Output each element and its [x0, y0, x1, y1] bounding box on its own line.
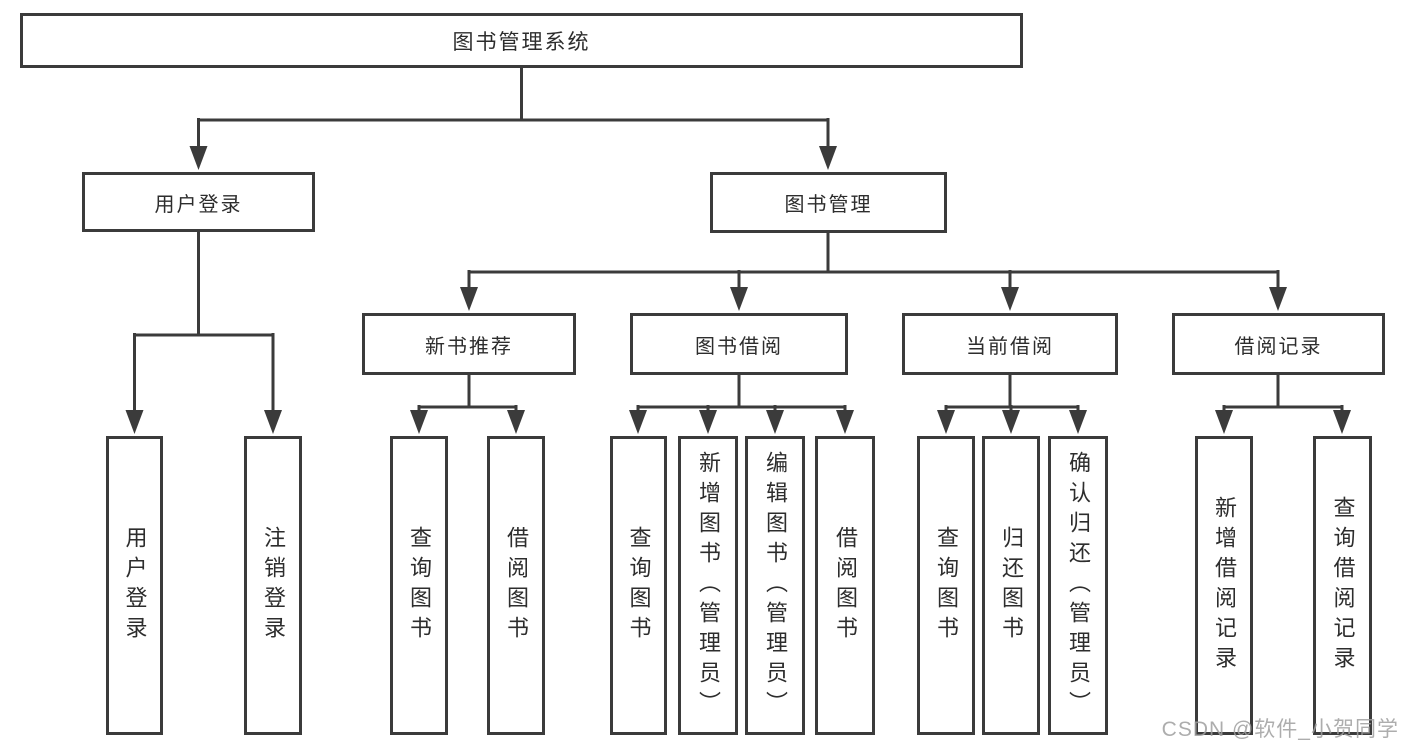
node-root: 图书管理系统: [20, 13, 1023, 68]
arrowhead: [836, 410, 854, 434]
leaf-query-books-recommend: 查询图书: [390, 436, 448, 735]
edge-book-borrow-leaves: [636, 373, 847, 415]
node-borrow-records-label: 借阅记录: [1234, 335, 1323, 358]
leaf-label: 借阅图书: [833, 525, 858, 646]
leaf-edit-books-admin: 编辑图书（管理员）: [745, 436, 805, 735]
leaf-label: 查询图书: [934, 525, 959, 646]
node-new-book-recommend: 新书推荐: [362, 313, 576, 375]
leaf-label: 查询图书: [407, 525, 432, 646]
leaf-add-books-admin: 新增图书（管理员）: [678, 436, 738, 735]
leaf-confirm-return-admin: 确认归还（管理员）: [1048, 436, 1108, 735]
edge-new-book-leaves: [417, 373, 518, 415]
arrowhead: [410, 410, 428, 434]
arrowhead: [507, 410, 525, 434]
arrowhead: [460, 287, 478, 311]
node-book-borrow: 图书借阅: [630, 313, 848, 375]
leaf-label: 注销登录: [261, 525, 286, 646]
leaf-return-books: 归还图书: [982, 436, 1040, 735]
arrowhead: [1069, 410, 1087, 434]
leaf-label: 借阅图书: [504, 525, 529, 646]
leaf-query-books-current: 查询图书: [917, 436, 975, 735]
leaf-label: 归还图书: [999, 525, 1024, 646]
edge-user-login-leaves: [133, 230, 275, 414]
leaf-label: 编辑图书（管理员）: [763, 450, 788, 721]
arrowhead: [1269, 287, 1287, 311]
arrowhead: [819, 146, 837, 170]
leaf-label: 查询图书: [626, 525, 652, 646]
leaf-add-borrow-record: 新增借阅记录: [1195, 436, 1253, 735]
leaf-borrow-books: 借阅图书: [815, 436, 875, 735]
arrowhead: [699, 410, 717, 434]
leaf-borrow-books-recommend: 借阅图书: [487, 436, 545, 735]
node-book-borrow-label: 图书借阅: [695, 335, 783, 358]
node-book-management: 图书管理: [710, 172, 947, 233]
node-book-management-label: 图书管理: [784, 194, 873, 216]
arrowhead: [1002, 410, 1020, 434]
edge-root-level2: [197, 66, 830, 150]
arrowhead: [1333, 410, 1351, 434]
node-current-borrow: 当前借阅: [902, 313, 1118, 375]
leaf-label: 确认归还（管理员）: [1066, 450, 1091, 721]
edge-current-borrow-leaves: [944, 373, 1080, 415]
node-new-book-recommend-label: 新书推荐: [425, 335, 513, 358]
arrowhead: [189, 146, 208, 170]
node-borrow-records: 借阅记录: [1172, 313, 1385, 375]
arrowhead: [1215, 410, 1233, 434]
node-user-login-label: 用户登录: [154, 193, 243, 216]
arrowhead: [264, 410, 282, 434]
arrowhead: [730, 287, 748, 311]
csdn-watermark: CSDN @软件_小贺同学: [1161, 718, 1399, 741]
leaf-logout: 注销登录: [244, 436, 302, 735]
node-current-borrow-label: 当前借阅: [966, 335, 1054, 358]
edge-book-mgmt-level3: [467, 231, 1280, 292]
node-user-login: 用户登录: [82, 172, 315, 232]
arrowhead: [1001, 287, 1019, 311]
edge-borrow-records-leaves: [1222, 373, 1344, 415]
leaf-label: 新增借阅记录: [1212, 495, 1237, 676]
leaf-label: 查询借阅记录: [1330, 495, 1356, 676]
node-root-label: 图书管理系统: [452, 30, 591, 54]
leaf-query-borrow-record: 查询借阅记录: [1313, 436, 1372, 735]
arrowhead: [125, 410, 144, 434]
arrowhead: [629, 410, 647, 434]
leaf-user-login: 用户登录: [106, 436, 163, 735]
leaf-label: 用户登录: [122, 525, 148, 646]
arrowhead: [937, 410, 955, 434]
leaf-label: 新增图书（管理员）: [696, 450, 721, 721]
arrowhead: [766, 410, 784, 434]
leaf-query-books-borrow: 查询图书: [610, 436, 667, 735]
